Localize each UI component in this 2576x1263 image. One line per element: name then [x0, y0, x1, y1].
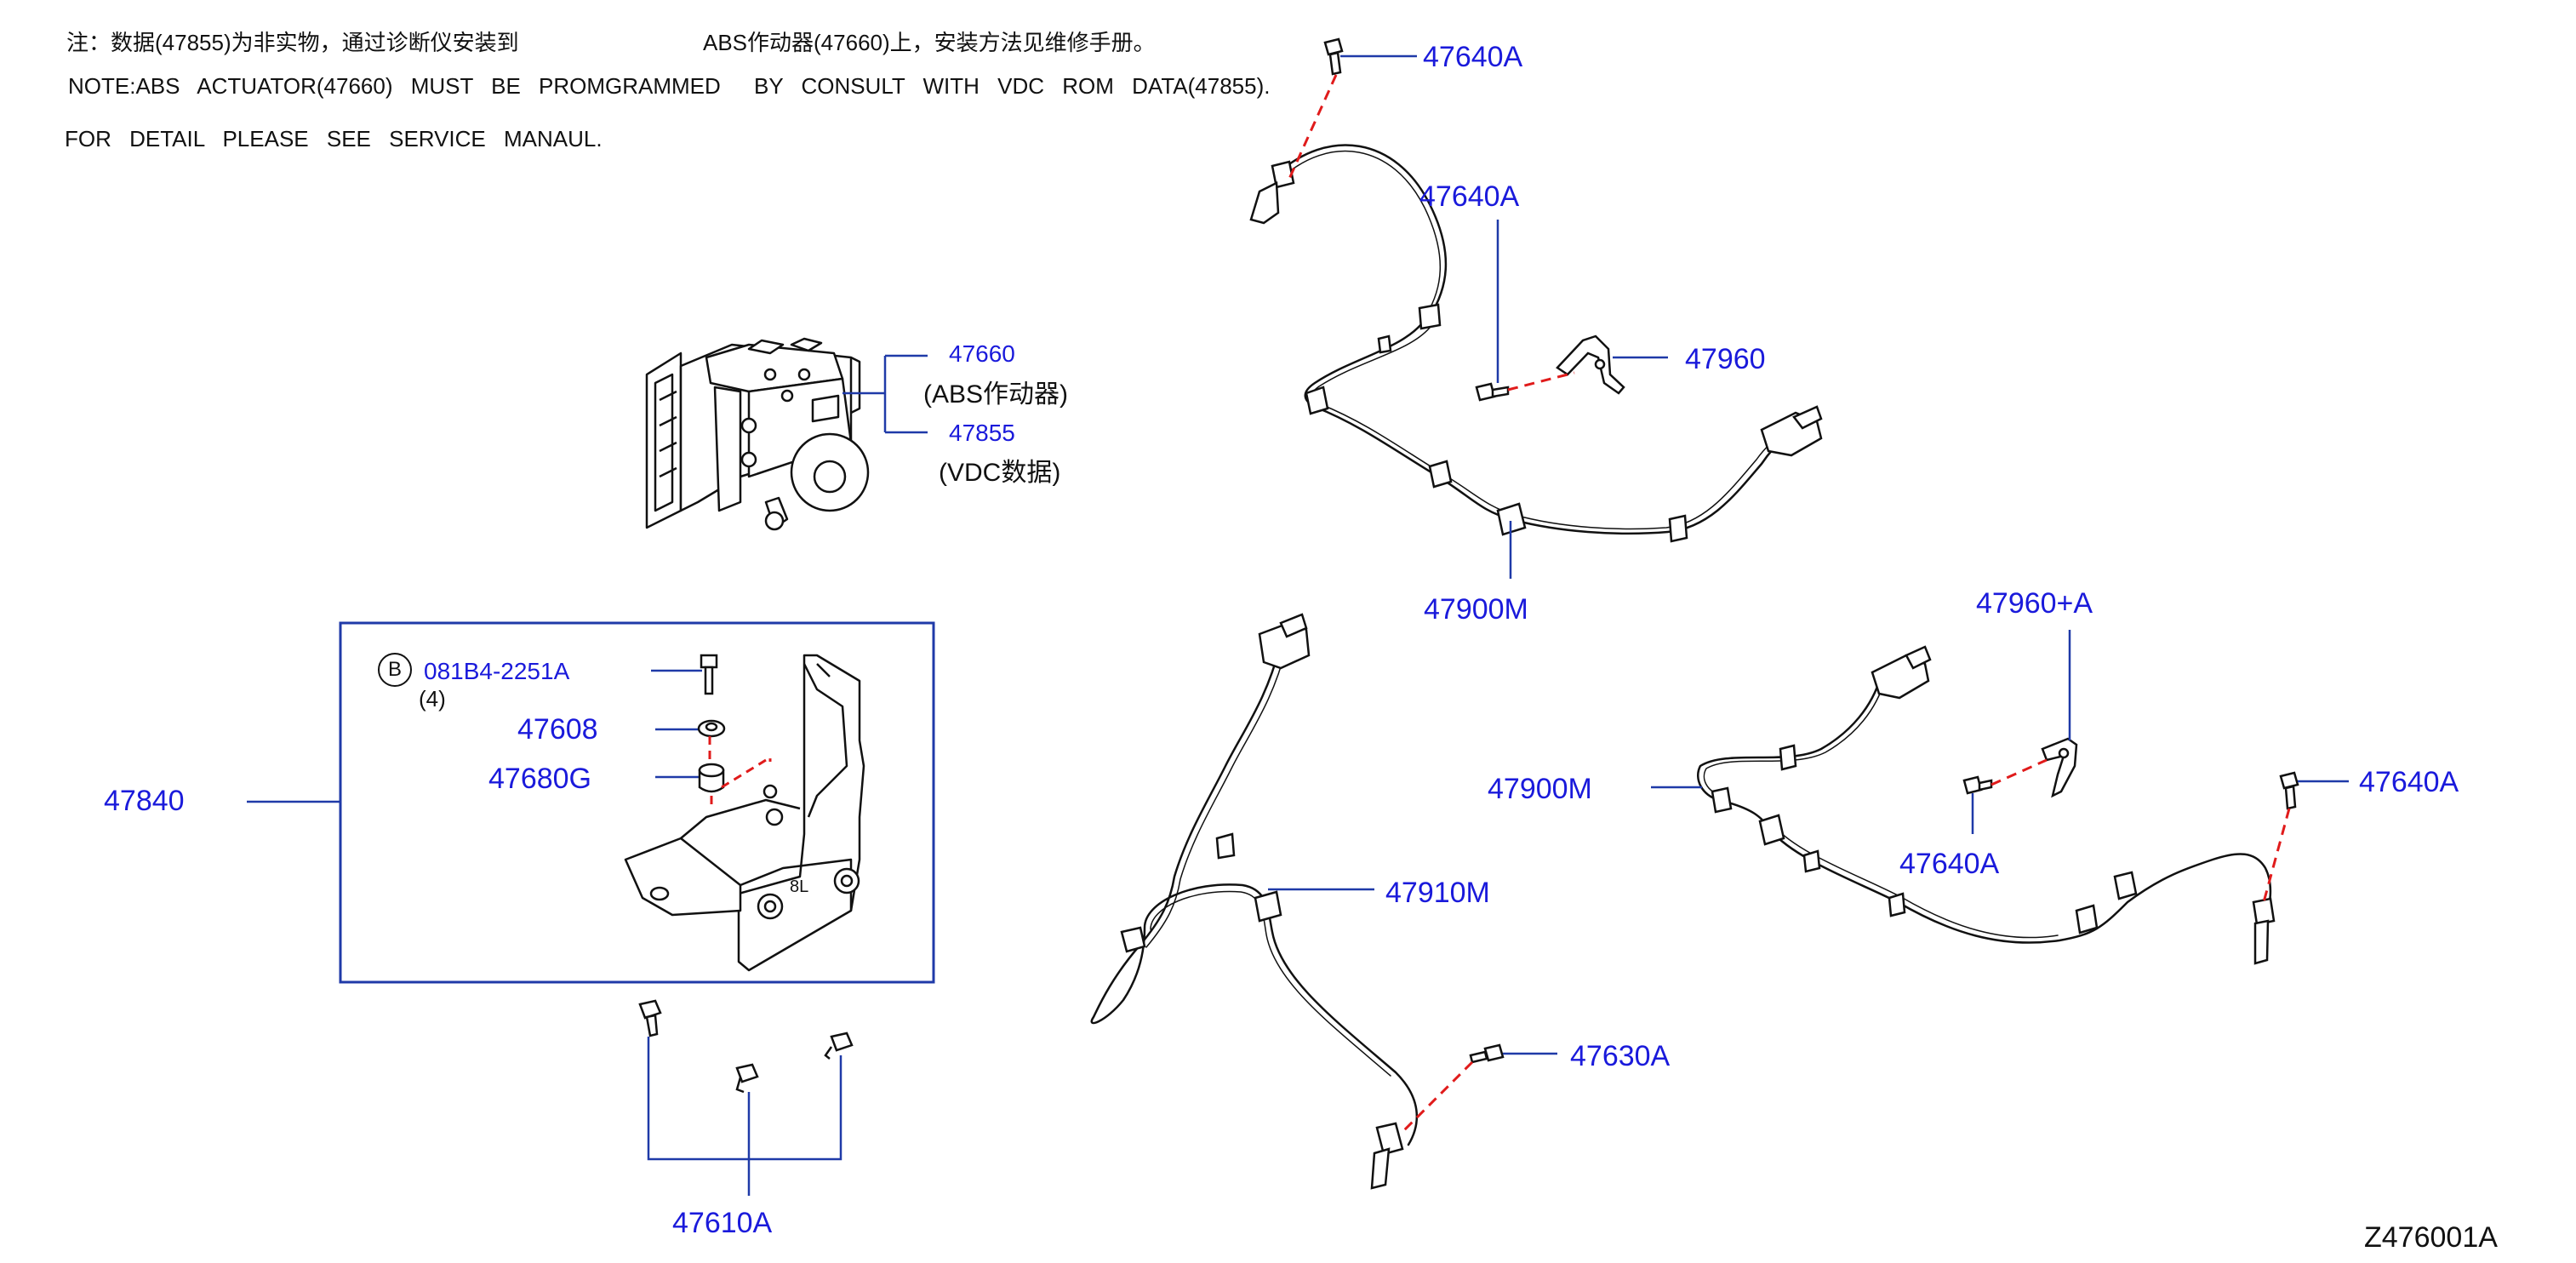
harness-front-right-parts[interactable]: [1711, 645, 2276, 965]
washer-drawing[interactable]: [697, 719, 726, 738]
rear-leaders: [1268, 888, 1557, 1055]
part-label-harness-rear[interactable]: 47910M: [1385, 877, 1490, 909]
harness-front-right-drawing[interactable]: [1697, 675, 2272, 944]
part-label-bolt-right-end[interactable]: 47640A: [2359, 766, 2459, 798]
note-line-2-b: BY CONSULT WITH VDC ROM DATA(47855).: [754, 73, 1271, 99]
insulator-drawing[interactable]: [698, 763, 725, 793]
part-label-sensor-bolt-top[interactable]: 47640A: [1423, 41, 1523, 73]
part-desc-abs-actuator: (ABS作动器): [923, 380, 1069, 409]
abs-bracket-drawing[interactable]: 8L: [624, 654, 865, 972]
part-label-insulator[interactable]: 47680G: [488, 763, 591, 795]
abs-leader-lines: [842, 354, 928, 434]
part-label-harness-front-left[interactable]: 47900M: [1424, 593, 1528, 626]
bolt-b-circle-icon: B: [378, 653, 412, 687]
part-label-clip-bracket[interactable]: 47960: [1685, 343, 1766, 375]
part-label-bolt-b[interactable]: 081B4-2251A: [424, 658, 570, 684]
bracket-stamp-icon: 8L: [790, 877, 808, 896]
front-left-leaders: [1340, 54, 1668, 579]
bottom-bolts-leaders: [647, 1037, 842, 1196]
bracket-bolt-drawing[interactable]: [700, 654, 718, 695]
part-label-bolt-right-mid[interactable]: 47640A: [1899, 848, 2000, 880]
note-line-3: FOR DETAIL PLEASE SEE SERVICE MANAUL.: [65, 126, 603, 151]
part-label-bracket-assembly[interactable]: 47840: [104, 785, 185, 817]
part-label-bolt-rear[interactable]: 47630A: [1570, 1040, 1671, 1072]
part-label-vdc-data[interactable]: 47855: [949, 420, 1015, 446]
front-left-dashed-lines: [1288, 74, 1575, 391]
harness-front-left-parts[interactable]: [1249, 160, 1823, 543]
note-line-1-cn-b: ABS作动器(47660)上，安装方法见维修手册。: [703, 30, 1156, 55]
harness-rear-parts[interactable]: [1120, 613, 1404, 1190]
bracket-leader-lines: [247, 669, 702, 803]
clip-bracket-right-drawing[interactable]: [2041, 737, 2078, 798]
harness-front-left-drawing[interactable]: [1275, 144, 1789, 535]
harness-rear-drawing[interactable]: [1090, 641, 1418, 1146]
part-label-bottom-bolts[interactable]: 47610A: [672, 1207, 773, 1239]
part-label-abs-actuator[interactable]: 47660: [949, 340, 1015, 367]
part-qty-bolt-b: (4): [419, 686, 446, 712]
part-label-washer[interactable]: 47608: [517, 713, 598, 746]
bottom-bolts-drawing[interactable]: [638, 999, 854, 1094]
bolt-right-end-drawing[interactable]: [2279, 771, 2299, 810]
diagram-id: Z476001A: [2364, 1221, 2498, 1254]
note-line-1-cn: 注：数据(47855)为非实物，通过诊断仪安装到: [66, 30, 519, 55]
note-line-2-a: NOTE:ABS ACTUATOR(47660) MUST BE PROMGRA…: [68, 73, 721, 99]
part-label-clip-bracket-right[interactable]: 47960+A: [1976, 587, 2093, 620]
sensor-bolt-top-drawing[interactable]: [1323, 37, 1344, 76]
bracket-dashed-lines: [708, 736, 772, 804]
bolt-rear-drawing[interactable]: [1469, 1043, 1505, 1064]
clip-bracket-drawing[interactable]: [1556, 334, 1625, 395]
sensor-bolt-mid-drawing[interactable]: [1475, 382, 1510, 402]
part-label-harness-front-right[interactable]: 47900M: [1488, 773, 1592, 805]
part-label-sensor-bolt-mid[interactable]: 47640A: [1419, 180, 1520, 213]
front-right-leaders: [1651, 630, 2349, 834]
bolt-right-mid-drawing[interactable]: [1962, 775, 1993, 795]
front-right-dashed-lines: [1991, 758, 2291, 903]
part-desc-vdc-data: (VDC数据): [939, 459, 1061, 487]
abs-actuator-drawing[interactable]: [645, 337, 870, 531]
